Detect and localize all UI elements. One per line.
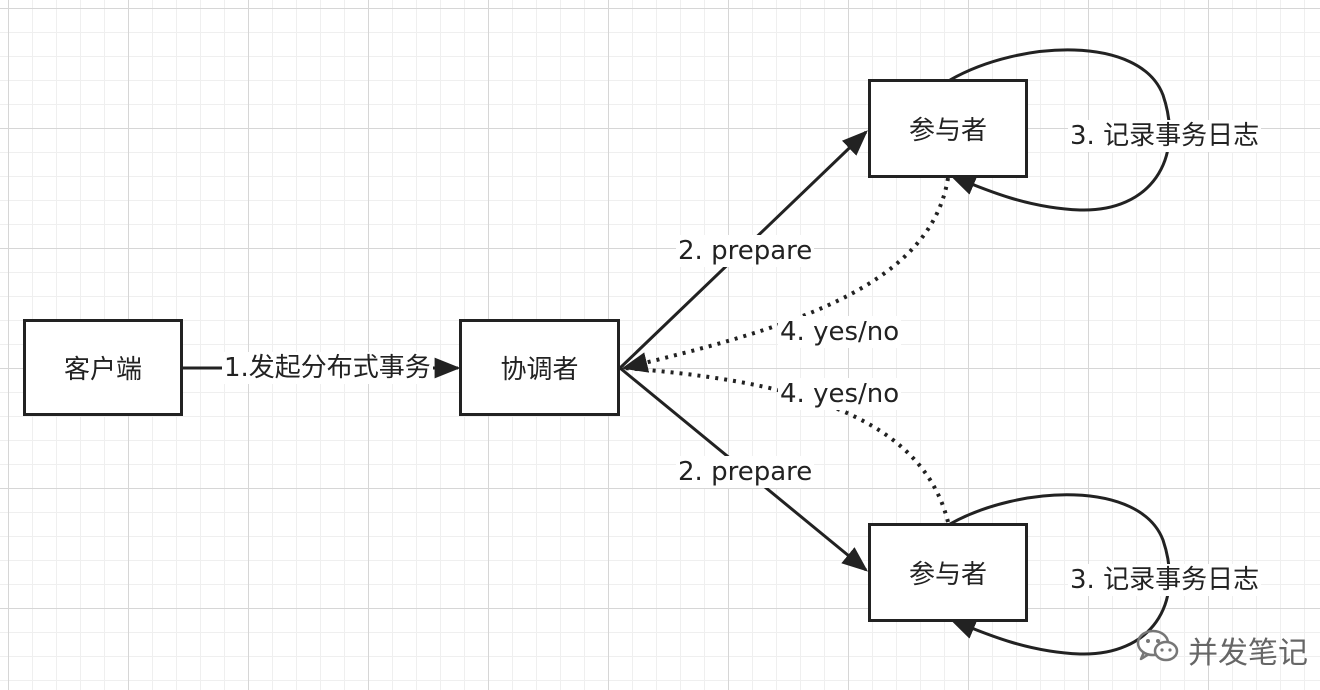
edge-log-top: [949, 48, 1172, 212]
label-log-top: 3. 记录事务日志: [1068, 120, 1262, 152]
participant-bottom-label: 参与者: [908, 560, 987, 590]
watermark-text: 并发笔记: [1188, 636, 1308, 671]
participant-top-label: 参与者: [908, 116, 987, 146]
edge-log-bottom: [949, 493, 1172, 656]
label-prepare-top: 2. prepare: [676, 235, 815, 267]
coordinator-node: 协调者: [459, 319, 620, 416]
label-prepare-bottom: 2. prepare: [676, 456, 815, 488]
participant-top-node: 参与者: [868, 79, 1028, 178]
label-vote-top: 4. yes/no: [778, 316, 902, 348]
label-vote-bottom: 4. yes/no: [778, 378, 902, 410]
edge-vote-top: [621, 177, 950, 373]
watermark: 并发笔记: [1136, 628, 1308, 672]
client-node: 客户端: [23, 319, 183, 416]
label-start-transaction: 1.发起分布式事务: [222, 352, 433, 384]
label-log-bottom: 3. 记录事务日志: [1068, 564, 1262, 596]
wechat-icon: [1136, 628, 1180, 672]
coordinator-label: 协调者: [500, 355, 579, 385]
client-label: 客户端: [63, 355, 142, 385]
participant-bottom-node: 参与者: [868, 523, 1028, 622]
